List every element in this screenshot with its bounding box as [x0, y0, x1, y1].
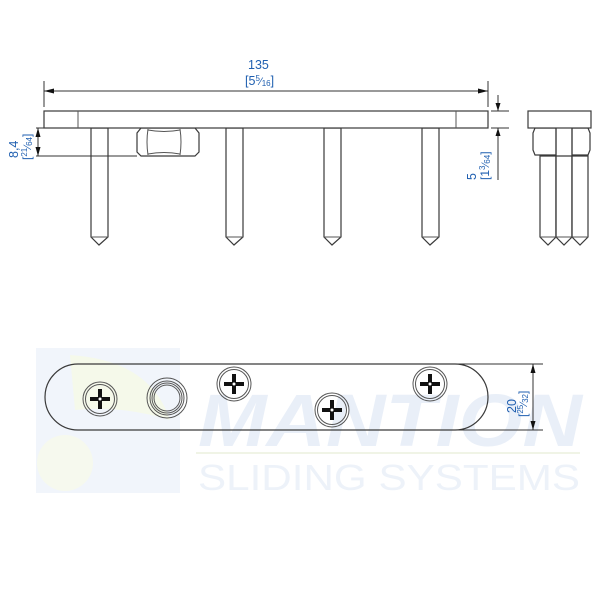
dimension-length-imperial: [55⁄16]: [245, 74, 274, 88]
dimension-width: 20 [25⁄32]: [458, 363, 543, 431]
dimension-nut-height-imperial: [21⁄64]: [20, 134, 34, 160]
dimension-nut-height: 8,4 [21⁄64]: [7, 127, 137, 160]
dimension-plate-thickness-imperial: [13⁄64]: [478, 151, 492, 180]
side-nut-left: [532, 127, 557, 156]
watermark-tagline: SLIDING SYSTEMS: [198, 457, 580, 498]
side-plate: [527, 110, 592, 129]
watermark-brand: MANTION: [198, 379, 584, 462]
top-plan-view: 20 [25⁄32]: [44, 363, 543, 431]
side-elevation-view: [527, 110, 592, 246]
pin-4: [421, 127, 440, 246]
dimension-plate-thickness-metric: 5: [465, 173, 479, 180]
dimension-width-imperial: [25⁄32]: [516, 391, 530, 417]
plate-side: [43, 110, 489, 129]
side-nut-right: [571, 127, 591, 156]
side-pin-2: [555, 155, 573, 246]
pin-3: [323, 127, 342, 246]
watermark: MANTION SLIDING SYSTEMS: [36, 348, 584, 498]
dimension-length: 135 [55⁄16]: [43, 58, 489, 107]
screw-1: [82, 381, 118, 417]
hex-nut: [136, 127, 200, 157]
watermark-logo-dot: [37, 435, 93, 491]
screw-4: [412, 366, 448, 402]
dimension-nut-height-metric: 8,4: [7, 141, 21, 158]
threaded-boss: [146, 377, 188, 419]
screw-3: [314, 392, 350, 428]
front-elevation-view: 135 [55⁄16] 8,4 [21⁄64] 5 [13⁄64]: [7, 58, 509, 246]
pin-2: [225, 127, 244, 246]
dimension-length-metric: 135: [248, 58, 269, 72]
side-pin-1: [539, 155, 557, 246]
dimension-width-metric: 20: [505, 399, 519, 413]
dimension-plate-thickness: 5 [13⁄64]: [465, 95, 509, 180]
plate-outline: [44, 363, 489, 431]
watermark-logo-swoosh: [70, 355, 170, 420]
pin-1: [90, 127, 109, 246]
side-pin-3: [571, 155, 589, 246]
screw-2: [216, 366, 252, 402]
